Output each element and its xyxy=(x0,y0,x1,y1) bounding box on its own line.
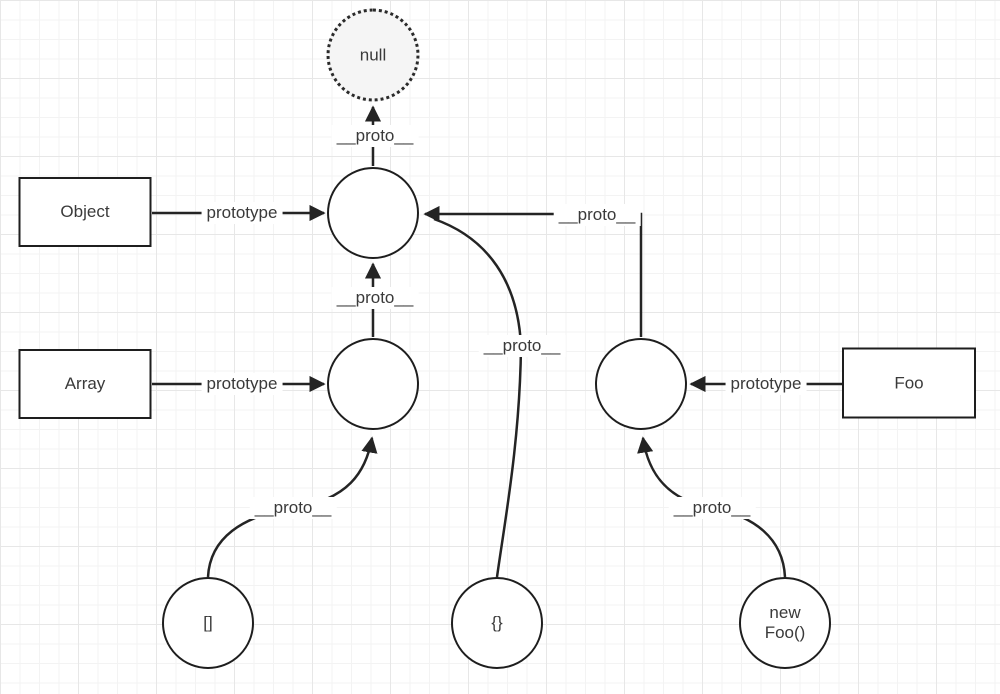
object-literal-label: {} xyxy=(491,613,503,633)
edge-label-proto-object-literal: __proto__ xyxy=(478,335,566,357)
edge-label-prototype-foo: prototype xyxy=(725,373,807,395)
object-prototype-node xyxy=(327,167,419,259)
new-foo-instance-label-line1: new xyxy=(769,603,801,623)
array-literal-label: [] xyxy=(203,613,213,633)
null-node-label: null xyxy=(359,45,387,65)
array-prototype-node xyxy=(327,338,419,430)
array-literal-node: [] xyxy=(162,577,254,669)
edge-object-literal-to-object-prototype xyxy=(433,217,523,578)
array-class-node: Array xyxy=(18,349,152,419)
object-literal-node: {} xyxy=(451,577,543,669)
edge-label-proto-array-literal: __proto__ xyxy=(249,497,337,519)
edge-label-prototype-object: prototype xyxy=(201,202,283,224)
edge-label-proto-foo-prototype: __proto__ xyxy=(553,204,641,226)
edge-label-prototype-array: prototype xyxy=(201,373,283,395)
object-class-node: Object xyxy=(18,177,152,247)
edge-label-proto-null: __proto__ xyxy=(331,125,419,147)
array-class-label: Array xyxy=(64,374,106,394)
foo-class-node: Foo xyxy=(842,347,976,419)
new-foo-instance-node: new Foo() xyxy=(739,577,831,669)
null-node: null xyxy=(326,8,420,102)
edge-label-proto-new-foo: __proto__ xyxy=(668,497,756,519)
edge-label-proto-array-prototype: __proto__ xyxy=(331,287,419,309)
new-foo-instance-label-line2: Foo() xyxy=(764,623,806,642)
edge-foo-prototype-to-object-prototype xyxy=(423,205,643,337)
foo-class-label: Foo xyxy=(894,373,924,393)
foo-prototype-node xyxy=(595,338,687,430)
object-class-label: Object xyxy=(60,202,110,222)
